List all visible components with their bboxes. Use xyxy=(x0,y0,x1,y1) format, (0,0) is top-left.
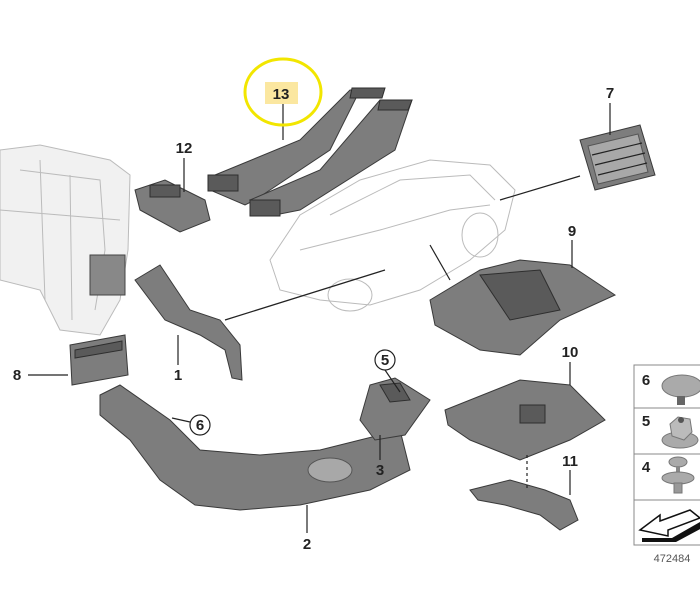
fastener-legend: 6 5 4 472484 xyxy=(633,364,700,565)
callout-6[interactable]: 6 xyxy=(196,417,204,434)
car-outline xyxy=(269,159,516,312)
direction-arrow-icon xyxy=(638,509,700,542)
callout-3[interactable]: 3 xyxy=(376,462,384,479)
callout-12[interactable]: 12 xyxy=(176,140,193,157)
callout-8[interactable]: 8 xyxy=(13,367,21,384)
callout-11[interactable]: 11 xyxy=(562,453,578,470)
highlight-ring xyxy=(243,57,323,127)
part-8-duct-connector xyxy=(69,334,129,386)
diagram-number: 472484 xyxy=(654,553,691,565)
callout-1[interactable]: 1 xyxy=(174,367,182,384)
legend-number-5: 5 xyxy=(642,413,650,430)
part-11-bracket xyxy=(469,479,579,531)
callout-2[interactable]: 2 xyxy=(303,536,311,553)
legend-number-4: 4 xyxy=(642,459,651,476)
part-3-duct-piece xyxy=(359,377,431,441)
part-12-duct-adapter xyxy=(134,179,211,233)
part-7-air-vent xyxy=(579,124,656,191)
hex-nut-icon xyxy=(661,416,699,449)
highlight-box xyxy=(265,82,298,104)
callout-13[interactable]: 13 xyxy=(273,86,290,103)
part-10-floor-cover xyxy=(444,379,606,461)
callout-5[interactable]: 5 xyxy=(381,352,389,369)
callout-7[interactable]: 7 xyxy=(606,85,614,102)
part-2-floor-duct xyxy=(99,384,411,511)
callout-6-circle xyxy=(189,414,211,436)
leader-lines xyxy=(28,103,611,533)
plastic-rivet-icon xyxy=(661,374,700,405)
part-13-rear-air-duct xyxy=(207,87,413,217)
part-9-floor-cover xyxy=(429,259,617,356)
callout-10[interactable]: 10 xyxy=(562,344,579,361)
heater-housing xyxy=(0,144,131,336)
callout-9[interactable]: 9 xyxy=(568,223,576,240)
part-1-air-duct xyxy=(134,264,243,381)
callout-5-circle xyxy=(374,349,396,371)
legend-number-6: 6 xyxy=(642,372,650,389)
expanding-rivet-icon xyxy=(661,456,695,494)
